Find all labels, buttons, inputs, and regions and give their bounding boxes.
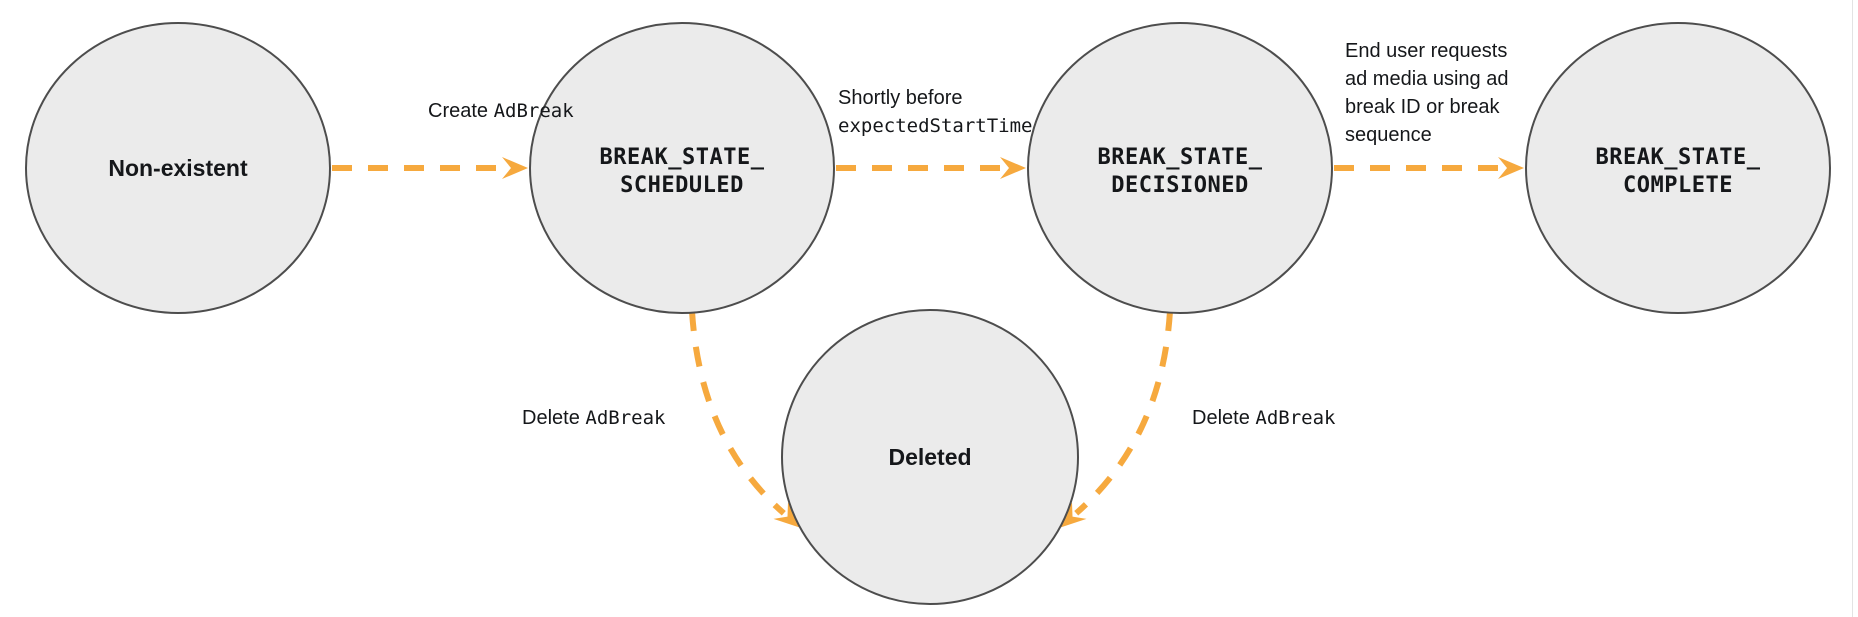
node-label: Non-existent <box>108 155 248 181</box>
arrow-head <box>773 502 801 528</box>
node-shape[interactable] <box>25 22 331 314</box>
arrow-head <box>1000 157 1026 179</box>
node-label: BREAK_STATE_DECISIONED <box>1098 145 1263 198</box>
node-shape[interactable] <box>781 309 1079 605</box>
page-right-border <box>1852 0 1853 617</box>
nodes-layer: Non-existent BREAK_STATE_SCHEDULED BREAK_S… <box>25 22 1831 605</box>
node-deleted[interactable]: Deleted <box>781 309 1079 605</box>
edge-delete-adbreak-from-scheduled <box>689 310 801 528</box>
edge-end-user-requests-ad-media <box>1334 157 1524 179</box>
arrow-head <box>1059 502 1087 528</box>
node-label: BREAK_STATE_COMPLETE <box>1596 145 1761 198</box>
node-shape[interactable] <box>529 22 835 314</box>
edge-shortly-before-expected-start-time <box>836 157 1026 179</box>
node-break-state-decisioned[interactable]: BREAK_STATE_DECISIONED <box>1027 22 1333 314</box>
node-break-state-complete[interactable]: BREAK_STATE_COMPLETE <box>1525 22 1831 314</box>
node-break-state-scheduled[interactable]: BREAK_STATE_SCHEDULED <box>529 22 835 314</box>
node-shape[interactable] <box>1525 22 1831 314</box>
edge-line <box>689 310 786 516</box>
edge-create-adbreak <box>332 157 528 179</box>
edge-label-delete-adbreak-from-scheduled: Delete AdBreak <box>522 407 666 429</box>
edge-label-create-adbreak: Create AdBreak <box>428 100 574 122</box>
arrow-head <box>1498 157 1524 179</box>
edge-line <box>1074 310 1173 516</box>
node-label: BREAK_STATE_SCHEDULED <box>600 145 765 198</box>
edge-label-delete-adbreak-from-decisioned: Delete AdBreak <box>1192 407 1336 429</box>
node-shape[interactable] <box>1027 22 1333 314</box>
node-label: Deleted <box>888 444 971 470</box>
edge-delete-adbreak-from-decisioned <box>1059 310 1173 528</box>
node-non-existent[interactable]: Non-existent <box>25 22 331 314</box>
edges-layer <box>332 157 1524 528</box>
arrow-head <box>502 157 528 179</box>
